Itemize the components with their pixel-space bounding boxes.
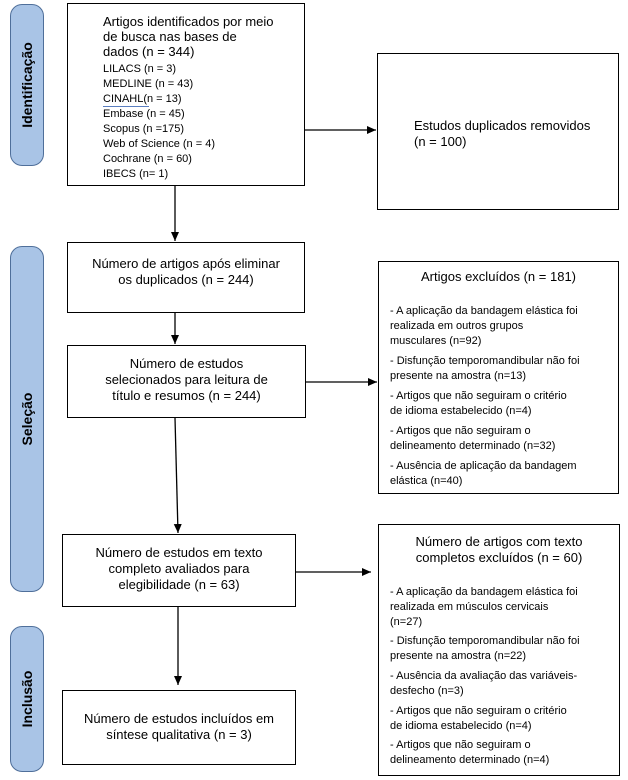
- ftexcluded-item-1-line-3: (n=27): [390, 616, 423, 628]
- identified-line-2: de busca nas bases de: [103, 29, 237, 44]
- ftexcluded-item-5-line-1: - Artigos que não seguiram o: [390, 739, 531, 751]
- duplicates-line-1: Estudos duplicados removidos: [414, 118, 591, 133]
- box-duplicates: Estudos duplicados removidos (n = 100): [377, 53, 619, 210]
- excluded-item-3-line-1: - Artigos que não seguiram o critério: [390, 390, 567, 402]
- stage-identification: Identificação: [10, 4, 44, 166]
- excluded-item-2-line-1: - Disfunção temporomandibular não foi: [390, 355, 580, 367]
- stage-inclusion: Inclusão: [10, 626, 44, 772]
- screened-line-1: Número de estudos: [129, 356, 244, 371]
- excluded-title: Artigos excluídos (n = 181): [421, 269, 576, 284]
- afterdup-line-2: os duplicados (n = 244): [118, 272, 254, 287]
- source-embase: Embase (n = 45): [103, 108, 185, 120]
- arrow-screened-to-fulltext: [173, 417, 182, 534]
- source-ibecs: IBECS (n= 1): [103, 168, 169, 180]
- identified-line-1: Artigos identificados por meio: [103, 14, 274, 29]
- box-fulltext-excluded: Número de artigos com texto completos ex…: [378, 524, 620, 776]
- source-medline: MEDLINE (n = 43): [103, 78, 194, 90]
- excluded-item-5-line-2: elástica (n=40): [390, 475, 463, 487]
- excluded-item-4-line-2: delineamento determinado (n=32): [390, 440, 556, 452]
- screened-line-2: selecionados para leitura de: [105, 372, 268, 387]
- source-cochrane: Cochrane (n = 60): [103, 153, 192, 165]
- ftexcluded-title-line-1: Número de artigos com texto: [415, 534, 583, 549]
- ftexcluded-item-1-line-1: - A aplicação da bandagem elástica foi: [390, 586, 578, 598]
- fulltext-line-3: elegibilidade (n = 63): [118, 577, 240, 592]
- excluded-item-2-line-2: presente na amostra (n=13): [390, 370, 527, 382]
- ftexcluded-item-2-line-2: presente na amostra (n=22): [390, 650, 527, 662]
- source-cinahl: CINAHL(n = 13): [103, 93, 182, 105]
- cinahl-underline: [103, 106, 149, 107]
- included-line-1: Número de estudos incluídos em: [83, 711, 275, 726]
- box-included: Número de estudos incluídos em síntese q…: [62, 690, 296, 765]
- excluded-item-4-line-1: - Artigos que não seguiram o: [390, 425, 531, 437]
- ftexcluded-item-3-line-2: desfecho (n=3): [390, 685, 464, 697]
- excluded-item-5-line-1: - Ausência de aplicação da bandagem: [390, 460, 577, 472]
- box-after-duplicates: Número de artigos após eliminar os dupli…: [67, 242, 305, 313]
- source-web-of-science: Web of Science (n = 4): [103, 138, 215, 150]
- source-lilacs: LILACS (n = 3): [103, 63, 177, 75]
- ftexcluded-item-2-line-1: - Disfunção temporomandibular não foi: [390, 635, 580, 647]
- ftexcluded-item-4-line-1: - Artigos que não seguiram o critério: [390, 705, 567, 717]
- excluded-item-1-line-2: realizada em outros grupos: [390, 320, 524, 332]
- ftexcluded-item-3-line-1: - Ausência da avaliação das variáveis-: [390, 670, 578, 682]
- ftexcluded-item-4-line-2: de idioma estabelecido (n=4): [390, 720, 532, 732]
- fulltext-line-2: completo avaliados para: [108, 561, 250, 576]
- box-excluded: Artigos excluídos (n = 181) - A aplicaçã…: [378, 261, 619, 494]
- box-identified: Artigos identificados por meio de busca …: [67, 3, 305, 186]
- fulltext-line-1: Número de estudos em texto: [95, 545, 263, 560]
- duplicates-line-2: (n = 100): [414, 134, 467, 149]
- excluded-item-1-line-1: - A aplicação da bandagem elástica foi: [390, 305, 578, 317]
- ftexcluded-item-1-line-2: realizada em músculos cervicais: [390, 601, 549, 613]
- included-line-2: síntese qualitativa (n = 3): [106, 727, 252, 742]
- excluded-item-3-line-2: de idioma estabelecido (n=4): [390, 405, 532, 417]
- ftexcluded-title-line-2: completos excluídos (n = 60): [415, 550, 583, 565]
- excluded-item-1-line-3: musculares (n=92): [390, 335, 482, 347]
- afterdup-line-1: Número de artigos após eliminar: [92, 256, 280, 271]
- ftexcluded-item-5-line-2: delineamento determinado (n=4): [390, 754, 550, 766]
- screened-line-3: título e resumos (n = 244): [112, 388, 261, 403]
- identified-line-3: dados (n = 344): [103, 44, 195, 59]
- box-fulltext: Número de estudos em texto completo aval…: [62, 534, 296, 607]
- stage-selection: Seleção: [10, 246, 44, 592]
- box-screened: Número de estudos selecionados para leit…: [67, 345, 306, 418]
- source-scopus: Scopus (n =175): [103, 123, 185, 135]
